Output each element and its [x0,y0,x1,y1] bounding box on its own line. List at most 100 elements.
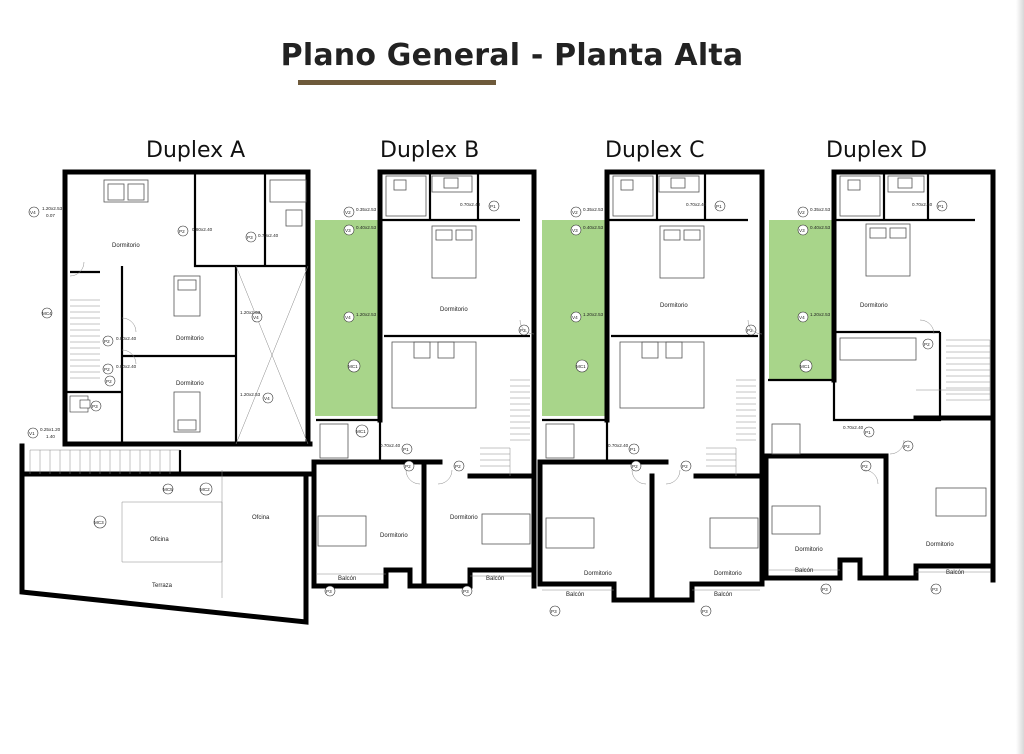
dim-label: 1.20x2.53 [240,310,261,315]
room-label: Balcón [338,576,356,582]
dim-label: 0.70x2.40 [380,443,401,448]
dim-label: 0.35x2.53 [810,207,831,212]
room-label: Ofcina [252,515,270,521]
room-labels: Dormitorio Dormitorio Dormitorio Oficina… [112,243,964,598]
tag-label: V2 [799,210,805,215]
tag-label: MC3 [94,520,104,525]
room-label: Dormitorio [380,533,408,539]
tag-label: P3 [92,404,98,409]
tag-label: P2 [104,367,110,372]
room-label: Dormitorio [795,547,823,553]
dim-label: 0.40x2.53 [356,225,377,230]
dim-label: 1.20x2.53 [240,392,261,397]
tag-label: P1 [630,447,636,452]
tag-label: P3 [551,609,557,614]
tag-label: V4 [345,315,351,320]
duplex-a-title: Duplex A [146,138,246,163]
tag-label: P2 [747,328,753,333]
tag-label: P2 [455,464,461,469]
dim-label: 0.70x2.40 [686,202,707,207]
dim-label: 0.80x2.40 [192,227,213,232]
tag-label: P2 [632,464,638,469]
page-edge-shadow [1016,0,1024,754]
page-title: Plano General - Planta Alta [280,38,744,73]
dim-label: 0.70x2.40 [258,233,279,238]
duplex-b-title: Duplex B [380,138,480,163]
tag-label: MC1 [348,364,358,369]
opening-tags: V4 1.20x2.53 0.07 MC4 P2 0.80x2.40 P3 0.… [27,200,948,617]
dim-label: 0.70x2.40 [608,443,629,448]
dim-label: 1.20x2.53 [356,312,377,317]
room-label: Balcón [795,568,813,574]
tag-label: V4 [30,210,36,215]
room-label: Dormitorio [176,381,204,387]
room-label: Terraza [152,583,173,589]
duplex-d-plan [763,169,996,583]
dim-label: 0.70x2.40 [460,202,481,207]
tag-label: P3 [822,587,828,592]
tag-label: P2 [862,464,868,469]
duplex-c-title: Duplex C [605,138,705,163]
tag-label: P2 [179,229,185,234]
tag-label: P3 [932,587,938,592]
tag-label: P3 [247,235,253,240]
tag-label: P2 [924,342,930,347]
dim-label: 0.40x2.53 [810,225,831,230]
tag-label: P1 [403,447,409,452]
room-label: Dormitorio [860,303,888,309]
tag-label: V4 [264,396,270,401]
room-label: Dormitorio [112,243,140,249]
tag-label: P3 [326,589,332,594]
room-label: Balcón [714,592,732,598]
tag-label: P2 [682,464,688,469]
duplex-a-plan [19,169,315,625]
room-label: Dormitorio [176,336,204,342]
dim-label: 1.20x2.53 [583,312,604,317]
dim-label: 0.40x2.53 [583,225,604,230]
dim-label: 0.35x2.53 [356,207,377,212]
dim-label: 1.20x2.53 [42,206,63,211]
room-label: Oficina [150,537,169,543]
tag-label: V2 [572,210,578,215]
tag-label: V3 [345,228,351,233]
dim-label: 0.80x2.40 [116,364,137,369]
tag-label: MC5 [163,487,173,492]
dim-label: 0.80x2.40 [116,336,137,341]
room-label: Balcón [566,592,584,598]
duplex-d-title: Duplex D [826,138,928,163]
room-label: Dormitorio [660,303,688,309]
tag-label: P1 [865,430,871,435]
tag-label: P2 [904,444,910,449]
tag-label: V4 [253,315,259,320]
tag-label: P2 [104,339,110,344]
tag-label: P3 [702,609,708,614]
room-label: Balcón [486,576,504,582]
dim-label: 0.07 [46,213,55,218]
tag-label: MC2 [200,487,210,492]
door-swings [69,261,935,485]
tag-label: P2 [520,328,526,333]
room-label: Balcón [946,570,964,576]
room-label: Dormitorio [926,542,954,548]
room-label: Dormitorio [584,571,612,577]
room-label: Dormitorio [714,571,742,577]
tag-label: V3 [799,228,805,233]
dim-label: 0.35x2.53 [583,207,604,212]
title-underline [298,80,496,85]
room-label: Dormitorio [440,307,468,313]
tag-label: V1 [29,431,35,436]
dim-label: 1.20x2.53 [810,312,831,317]
tag-label: MC1 [576,364,586,369]
tag-label: MC1 [356,429,366,434]
tag-label: MC4 [42,311,52,316]
dim-label: 0.70x2.40 [912,202,933,207]
dim-label: 0.25x1.20 [40,427,61,432]
room-label: Dormitorio [450,515,478,521]
tag-label: P1 [716,204,722,209]
green-terrace-d [769,220,835,380]
dim-label: 0.70x2.40 [843,425,864,430]
tag-label: P2 [106,379,112,384]
duplex-b-plan [311,169,537,589]
tag-label: MC1 [800,364,810,369]
